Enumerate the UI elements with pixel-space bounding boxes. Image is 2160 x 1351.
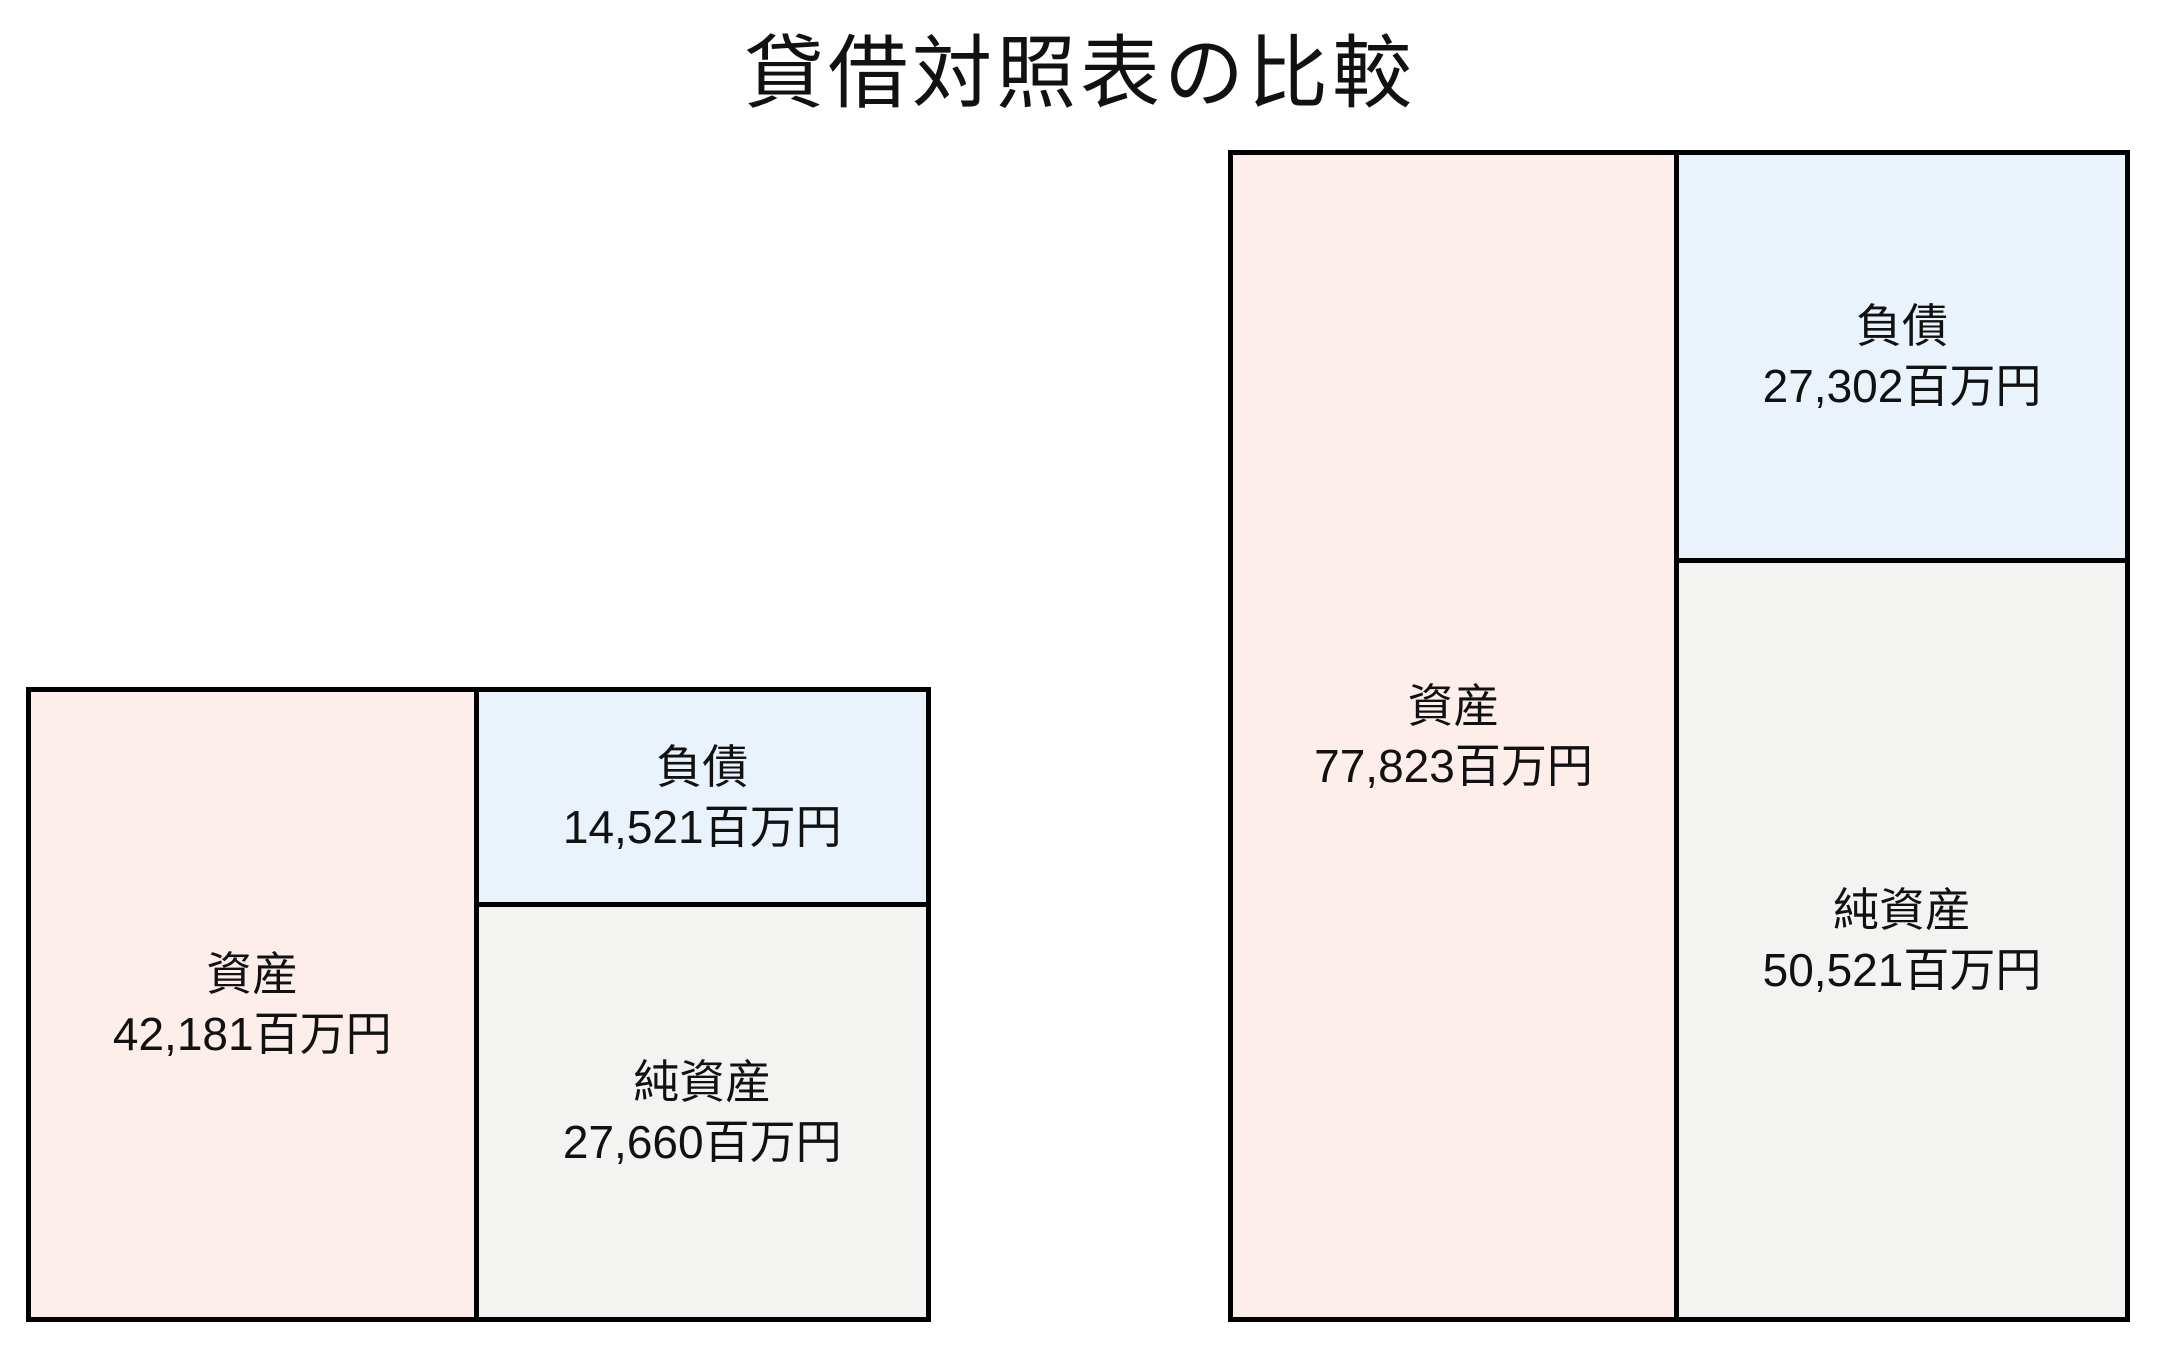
liabilities-label: 負債 bbox=[1856, 300, 1948, 353]
liabilities-value: 27,302百万円 bbox=[1762, 360, 2042, 413]
net-assets-box: 純資産 27,660百万円 bbox=[478, 907, 926, 1317]
assets-label: 資産 bbox=[1407, 680, 1500, 732]
assets-box: 資産 77,823百万円 bbox=[1233, 155, 1679, 1317]
assets-value: 77,823百万円 bbox=[1314, 740, 1593, 792]
liabilities-value: 14,521百万円 bbox=[562, 800, 842, 853]
assets-box: 資産 42,181百万円 bbox=[31, 691, 479, 1317]
net-assets-label: 純資産 bbox=[633, 1056, 772, 1108]
net-assets-value: 50,521百万円 bbox=[1762, 943, 2042, 996]
assets-value: 42,181百万円 bbox=[112, 1008, 392, 1061]
liabilities-box: 負債 27,302百万円 bbox=[1679, 155, 2125, 563]
liabilities-box: 負債 14,521百万円 bbox=[478, 691, 926, 907]
chart-title: 貸借対照表の比較 bbox=[744, 29, 1416, 118]
net-assets-value: 27,660百万円 bbox=[562, 1116, 842, 1168]
net-assets-label: 純資産 bbox=[1833, 883, 1971, 936]
liabilities-label: 負債 bbox=[656, 740, 749, 793]
balance-sheet-left: 資産 42,181百万円 負債 14,521百万円 純資産 27,660百万円 bbox=[26, 686, 931, 1322]
balance-sheet-right: 資産 77,823百万円 負債 27,302百万円 純資産 50,521百万円 bbox=[1228, 150, 2130, 1322]
net-assets-box: 純資産 50,521百万円 bbox=[1679, 562, 2125, 1317]
plot-area: 資産 42,181百万円 負債 14,521百万円 純資産 27,660百万円 … bbox=[26, 150, 2130, 1322]
liabilities-equity-column: 負債 14,521百万円 純資産 27,660百万円 bbox=[478, 691, 926, 1317]
liabilities-equity-column: 負債 27,302百万円 純資産 50,521百万円 bbox=[1679, 155, 2125, 1317]
assets-label: 資産 bbox=[206, 948, 299, 1001]
